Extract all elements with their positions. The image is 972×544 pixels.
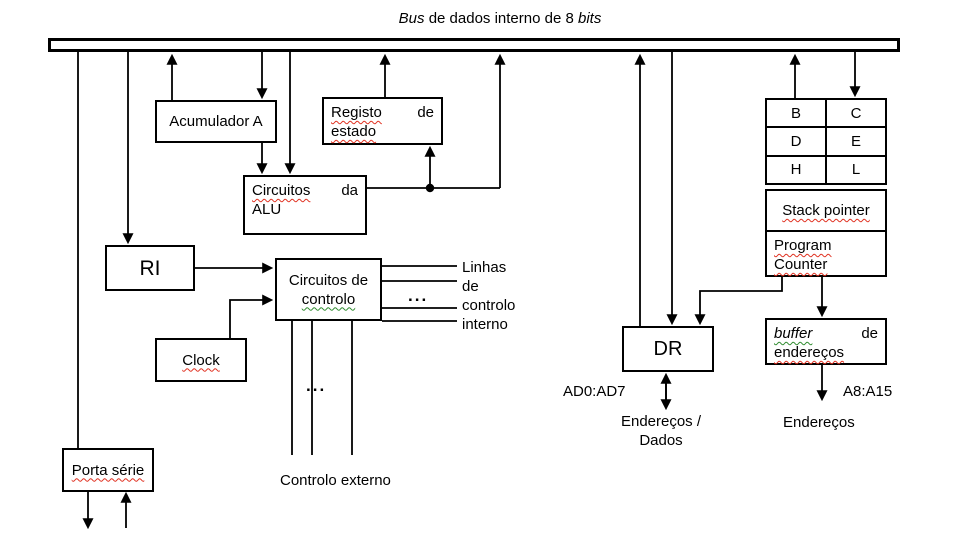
circuitos-alu-word: Circuitos [252,182,311,199]
enderecos-label: Endereços [783,414,855,431]
dr-label: DR [653,337,683,360]
stack-pointer-label: Stack pointer [782,202,870,219]
title-bits-word: bits [577,10,602,27]
register-e-cell: E [826,127,886,156]
linhas-word: Linhas [462,259,507,276]
register-h-cell: H [766,155,826,184]
acumulador-a-box: Acumulador A [155,100,277,143]
program-counter-box: Program Counter [765,230,887,277]
enderecos-dados-label: Endereços / Dados [596,412,726,450]
registo-de-estado-box: Registo de estado [322,97,443,145]
controlo-line2: controlo [301,290,356,308]
pc-to-dr-arrow [694,276,783,326]
stack-pointer-box: Stack pointer [765,189,887,232]
buffer-enderecos-word: endereços [774,344,845,361]
clock-to-controlo-arrow [229,294,274,338]
linhas-controlo-interno-label: Linhas de controlo interno [462,258,515,334]
diagram-title: Bus de dados interno de 8 bits [280,10,720,27]
program-word: Program [774,237,832,254]
internal-data-bus [48,38,900,52]
registo-de-word: de [417,104,434,121]
buffer-word: buffer [774,325,813,342]
alu-word: ALU [252,201,282,218]
dr-box: DR [622,326,714,372]
register-l-cell: L [826,155,886,184]
register-c-cell: C [826,99,886,128]
da-word: da [341,182,358,199]
linhas-controlo-word: controlo [462,297,516,314]
porta-serie-box: Porta série [62,448,154,492]
register-d-cell: D [766,127,826,156]
buffer-de-word: de [861,325,878,342]
register-b-cell: B [766,99,826,128]
title-middle: de dados interno de 8 [424,10,578,27]
enderecos-dados-line2: Dados [639,432,683,449]
counter-word: Counter [774,256,828,273]
linhas-de-word: de [462,278,479,295]
linhas-interno-word: interno [462,316,508,333]
a8-a15-label: A8:A15 [843,383,893,400]
circuitos-de-controlo-box: Circuitos de controlo [275,258,382,321]
register-pairs-grid: B C D E H L [765,98,887,185]
porta-serie-label: Porta série [71,461,145,479]
clock-label: Clock [182,351,220,369]
registo-word: Registo [331,104,382,121]
junction-dot [425,183,435,193]
clock-box: Clock [155,338,247,382]
circuitos-da-alu-box: Circuitos da ALU [243,175,367,235]
acumulador-a-label: Acumulador A [169,113,263,130]
controlo-externo-label: Controlo externo [280,472,391,489]
ad0-ad7-label: AD0:AD7 [563,383,626,400]
ellipsis-internal-lines: ... [408,286,429,305]
enderecos-dados-line1: Endereços / [620,413,702,430]
controlo-line1: Circuitos de [288,271,369,289]
title-bus-word: Bus [398,10,425,27]
estado-word: estado [331,123,377,140]
buffer-enderecos-box: buffer de endereços [765,318,887,365]
ellipsis-external-lines: ... [306,376,327,395]
ri-box: RI [105,245,195,291]
ri-label: RI [139,256,161,280]
